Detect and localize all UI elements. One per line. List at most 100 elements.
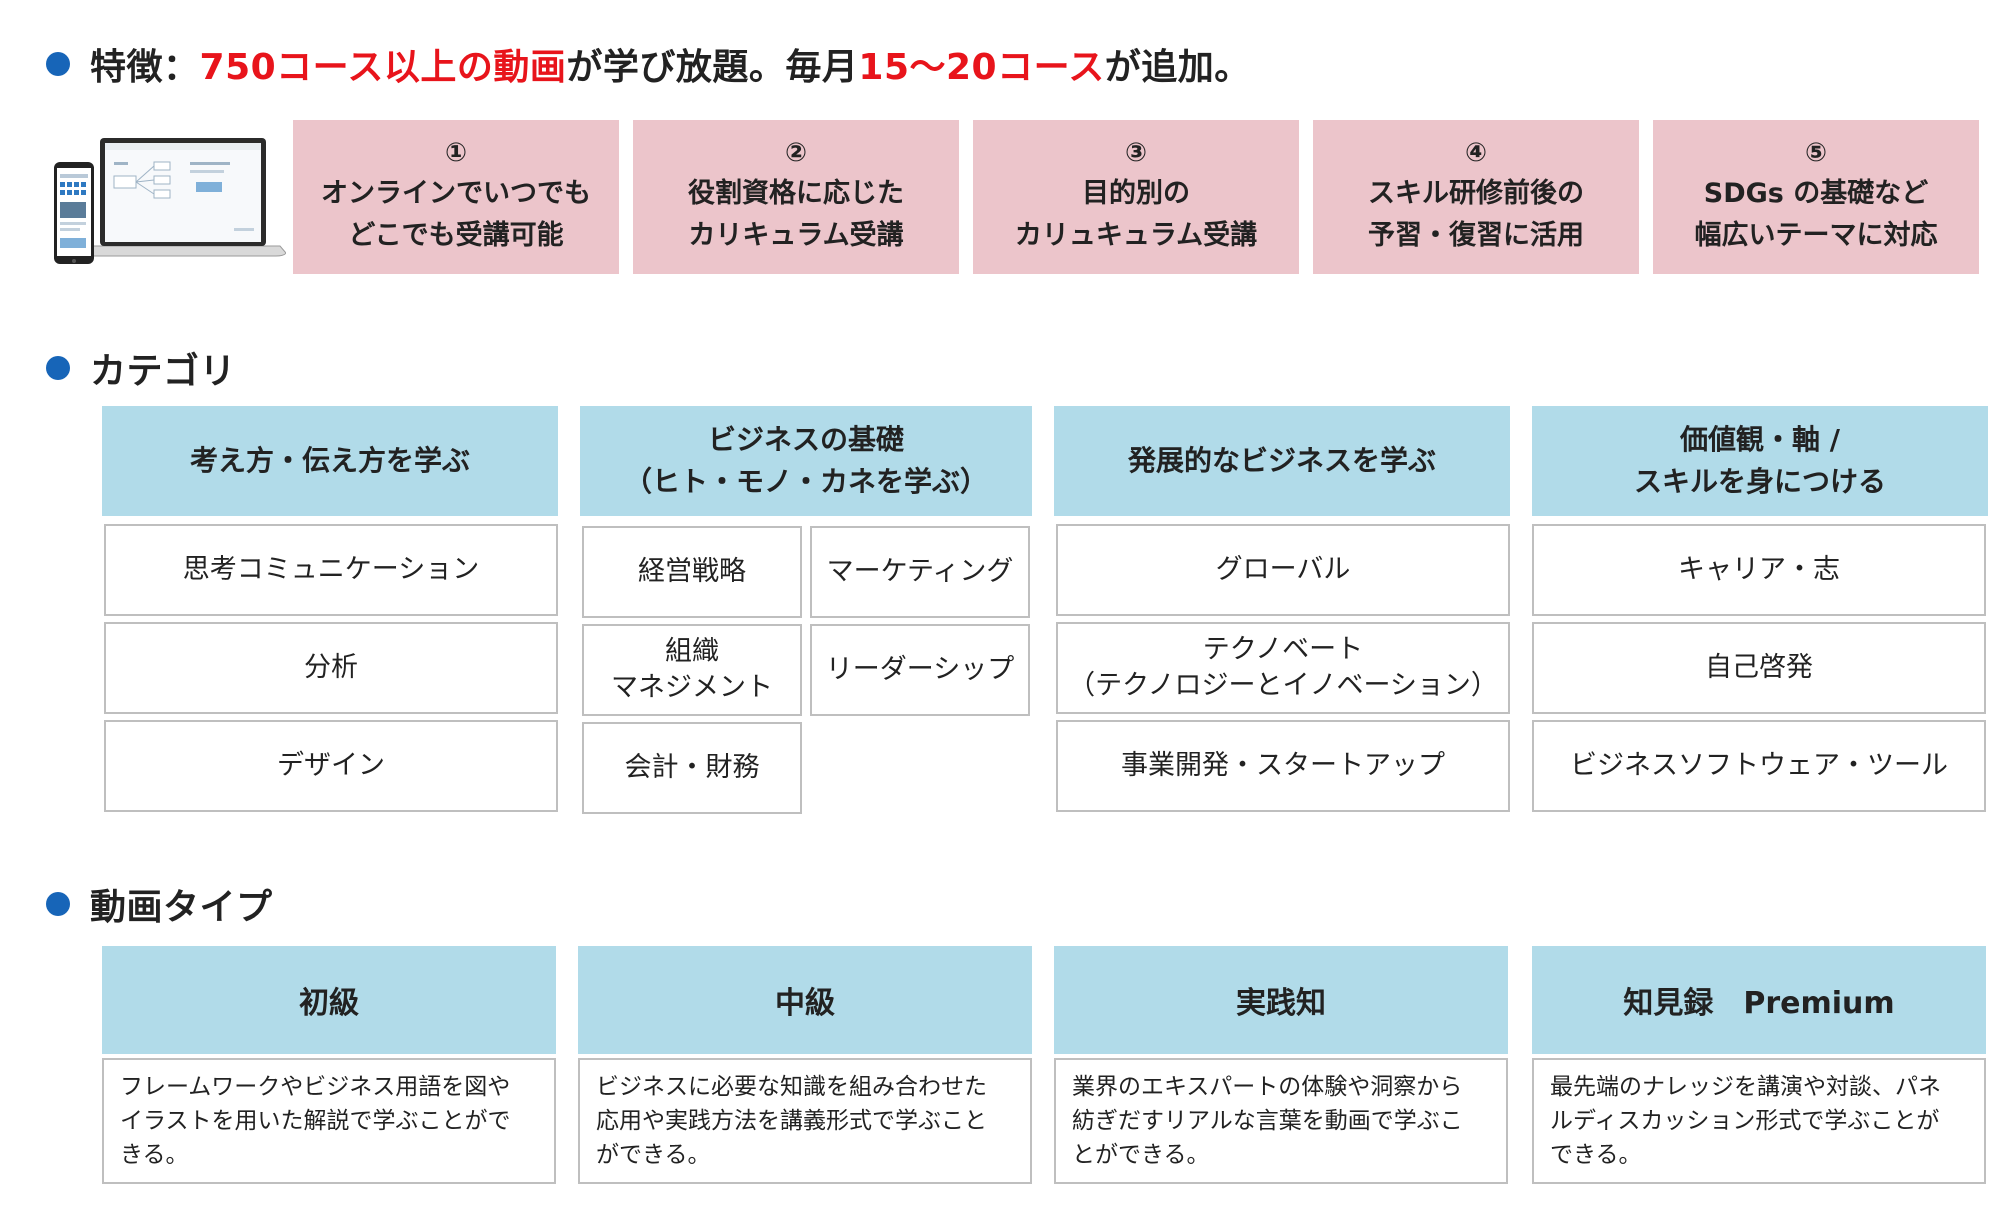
category-item: 分析	[104, 622, 558, 714]
video-type-description-text: きる。	[120, 1142, 189, 1168]
category-header-text: 考え方・伝え方を学ぶ	[189, 444, 470, 477]
video-type-description: 業界のエキスパートの体験や洞察から 紡ぎだすリアルな言葉を動画で学ぶこ とができ…	[1054, 1058, 1508, 1184]
category-item: 事業開発・スタートアップ	[1056, 720, 1510, 812]
video-type-description-text: 紡ぎだすリアルな言葉を動画で学ぶこ	[1072, 1108, 1463, 1134]
category-item: リーダーシップ	[810, 624, 1030, 716]
category-item-text: 組織	[665, 636, 719, 667]
video-type-header: 実践知	[1054, 946, 1508, 1054]
feature-text: 役割資格に応じた	[688, 178, 904, 209]
bullet-icon	[46, 892, 70, 916]
category-heading: カテゴリ	[46, 346, 236, 392]
video-type-title: 初級	[299, 986, 359, 1021]
feature-number: ②	[784, 138, 807, 168]
category-item-text: 分析	[304, 652, 358, 683]
category-item: マーケティング	[810, 526, 1030, 618]
video-type-description: フレームワークやビジネス用語を図や イラストを用いた解説で学ぶことがで きる。	[102, 1058, 556, 1184]
video-type-description-text: ルディスカッション形式で学ぶことが	[1550, 1108, 1940, 1134]
video-type-header: 知見録 Premium	[1532, 946, 1986, 1054]
video-type-description-text: 応用や実践方法を講義形式で学ぶこと	[596, 1108, 987, 1134]
video-type-description-text: 最先端のナレッジを講演や対談、パネ	[1550, 1074, 1941, 1100]
video-type-description-text: フレームワークやビジネス用語を図や	[120, 1074, 511, 1100]
category-header: 発展的なビジネスを学ぶ	[1054, 406, 1510, 516]
category-heading-text: カテゴリ	[90, 351, 237, 392]
features-highlight-monthly: 15〜20コース	[858, 47, 1105, 88]
category-item: ビジネスソフトウェア・ツール	[1532, 720, 1986, 812]
features-heading-text: 特徴：750コース以上の動画が学び放題。毎月15〜20コースが追加。	[90, 38, 1251, 90]
video-type-description: 最先端のナレッジを講演や対談、パネ ルディスカッション形式で学ぶことが できる。	[1532, 1058, 1986, 1184]
category-header: 価値観・軸 / スキルを身につける	[1532, 406, 1988, 516]
category-item: テクノベート （テクノロジーとイノベーション）	[1056, 622, 1510, 714]
video-type-title: 中級	[775, 986, 835, 1021]
feature-text: カリキュラム受講	[688, 220, 904, 251]
feature-text: 幅広いテーマに対応	[1694, 220, 1938, 251]
category-item: 組織 マネジメント	[582, 624, 802, 716]
features-highlight-courses: 750コース以上の動画	[199, 47, 567, 88]
category-item: 思考コミュニケーション	[104, 524, 558, 616]
feature-text: 目的別の	[1082, 178, 1190, 209]
feature-number: ⑤	[1804, 138, 1827, 168]
category-header: 考え方・伝え方を学ぶ	[102, 406, 558, 516]
category-item-text: ビジネスソフトウェア・ツール	[1570, 750, 1948, 781]
video-type-title: 知見録 Premium	[1623, 986, 1895, 1021]
feature-text: 予習・復習に活用	[1368, 220, 1584, 251]
bullet-icon	[46, 52, 70, 76]
category-item-text: グローバル	[1215, 554, 1351, 585]
category-header-text: 価値観・軸 /	[1680, 423, 1840, 456]
category-item: グローバル	[1056, 524, 1510, 616]
feature-card: ④ スキル研修前後の 予習・復習に活用	[1313, 120, 1639, 274]
feature-number: ①	[444, 138, 467, 168]
category-header: ビジネスの基礎 （ヒト・モノ・カネを学ぶ）	[580, 406, 1032, 516]
category-item-text: 経営戦略	[638, 556, 746, 587]
category-item-text: キャリア・志	[1678, 554, 1840, 585]
feature-number: ④	[1464, 138, 1487, 168]
feature-text: SDGs の基礎など	[1703, 178, 1929, 209]
features-heading: 特徴：750コース以上の動画が学び放題。毎月15〜20コースが追加。	[46, 42, 1251, 88]
category-header-text: （ヒト・モノ・カネを学ぶ）	[623, 465, 988, 498]
video-type-heading-text: 動画タイプ	[90, 887, 273, 928]
bullet-icon	[46, 356, 70, 380]
feature-list: ① オンラインでいつでも どこでも受講可能 ② 役割資格に応じた カリキュラム受…	[293, 120, 1979, 274]
feature-text: どこでも受講可能	[348, 220, 564, 251]
category-item: キャリア・志	[1532, 524, 1986, 616]
video-type-heading: 動画タイプ	[46, 882, 273, 928]
category-header-text: スキルを身につける	[1633, 465, 1886, 498]
category-item-text: （テクノロジーとイノベーション）	[1068, 670, 1498, 701]
device-illustration-icon	[54, 138, 286, 264]
video-type-header: 中級	[578, 946, 1032, 1054]
feature-text: スキル研修前後の	[1368, 178, 1584, 209]
category-item: 会計・財務	[582, 722, 802, 814]
feature-text: カリュキュラム受講	[1014, 220, 1258, 251]
category-item: デザイン	[104, 720, 558, 812]
category-item-text: 会計・財務	[624, 752, 760, 783]
video-type-description-text: ビジネスに必要な知識を組み合わせた	[596, 1074, 987, 1100]
category-item-text: デザイン	[277, 750, 385, 781]
features-heading-prefix: 特徴：	[90, 47, 200, 88]
category-item-text: リーダーシップ	[825, 654, 1015, 685]
category-item-text: 自己啓発	[1705, 652, 1813, 683]
category-item: 自己啓発	[1532, 622, 1986, 714]
category-item-text: マネジメント	[611, 672, 773, 703]
feature-card: ③ 目的別の カリュキュラム受講	[973, 120, 1299, 274]
features-heading-middle: が学び放題。毎月	[566, 47, 859, 88]
features-heading-suffix: が追加。	[1104, 47, 1251, 88]
category-item: 経営戦略	[582, 526, 802, 618]
category-header-text: 発展的なビジネスを学ぶ	[1127, 444, 1436, 477]
video-type-description-text: ができる。	[596, 1142, 711, 1168]
feature-card: ② 役割資格に応じた カリキュラム受講	[633, 120, 959, 274]
feature-text: オンラインでいつでも	[321, 178, 591, 209]
category-header-text: ビジネスの基礎	[707, 423, 904, 456]
video-type-description: ビジネスに必要な知識を組み合わせた 応用や実践方法を講義形式で学ぶこと ができる…	[578, 1058, 1032, 1184]
video-type-description-text: 業界のエキスパートの体験や洞察から	[1072, 1074, 1463, 1100]
feature-card: ① オンラインでいつでも どこでも受講可能	[293, 120, 619, 274]
video-type-header: 初級	[102, 946, 556, 1054]
video-type-title: 実践知	[1236, 986, 1326, 1021]
category-item-text: マーケティング	[826, 556, 1014, 587]
video-type-description-text: イラストを用いた解説で学ぶことがで	[120, 1108, 511, 1134]
category-item-text: テクノベート	[1202, 634, 1364, 665]
category-item-text: 事業開発・スタートアップ	[1121, 750, 1445, 781]
video-type-description-text: できる。	[1550, 1142, 1642, 1168]
feature-card: ⑤ SDGs の基礎など 幅広いテーマに対応	[1653, 120, 1979, 274]
feature-number: ③	[1124, 138, 1147, 168]
category-item-text: 思考コミュニケーション	[182, 554, 480, 585]
video-type-description-text: とができる。	[1072, 1142, 1210, 1168]
